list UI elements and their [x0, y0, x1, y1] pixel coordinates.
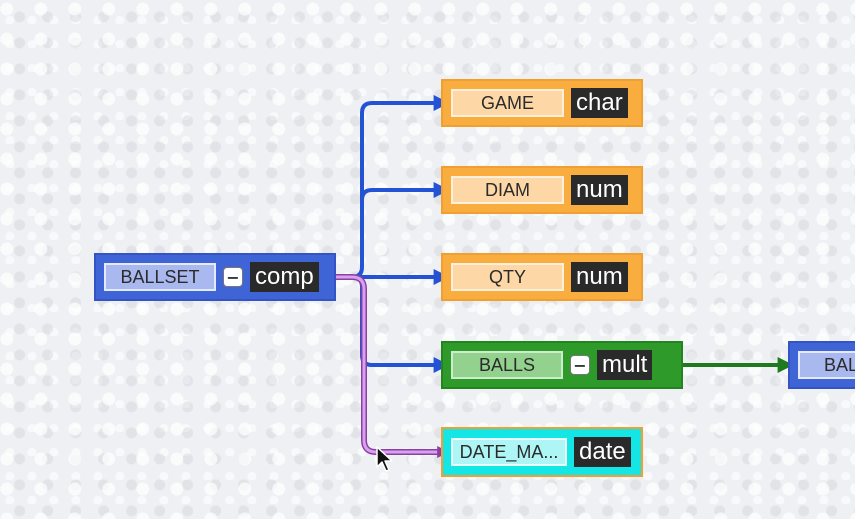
node-name[interactable]: GAME [451, 89, 564, 117]
node-type-badge: mult [597, 350, 653, 380]
node-type-badge: num [571, 262, 628, 292]
minus-icon[interactable]: − [570, 355, 590, 375]
minus-icon[interactable]: − [223, 267, 243, 287]
node-type-badge: date [574, 437, 631, 467]
node-name[interactable]: BALLSET [104, 263, 216, 291]
node-name[interactable]: DATE_MA... [451, 438, 567, 466]
node-balls-child[interactable]: BALLS [788, 341, 855, 389]
edge-diam [360, 182, 450, 202]
node-name[interactable]: QTY [451, 263, 564, 291]
node-date-ma[interactable]: DATE_MA... date [441, 427, 643, 477]
node-balls[interactable]: BALLS − mult [441, 341, 683, 389]
node-type-badge: comp [250, 262, 319, 292]
node-qty[interactable]: QTY num [441, 253, 643, 301]
node-name[interactable]: DIAM [451, 176, 564, 204]
node-name[interactable]: BALLS [451, 351, 563, 379]
node-ballset[interactable]: BALLSET − comp [94, 253, 336, 301]
node-type-badge: char [571, 88, 628, 118]
node-diam[interactable]: DIAM num [441, 166, 643, 214]
mouse-pointer-icon [376, 446, 393, 472]
edge-balls [334, 275, 450, 373]
node-name[interactable]: BALLS [798, 351, 855, 379]
node-game[interactable]: GAME char [441, 79, 643, 127]
node-type-badge: num [571, 175, 628, 205]
